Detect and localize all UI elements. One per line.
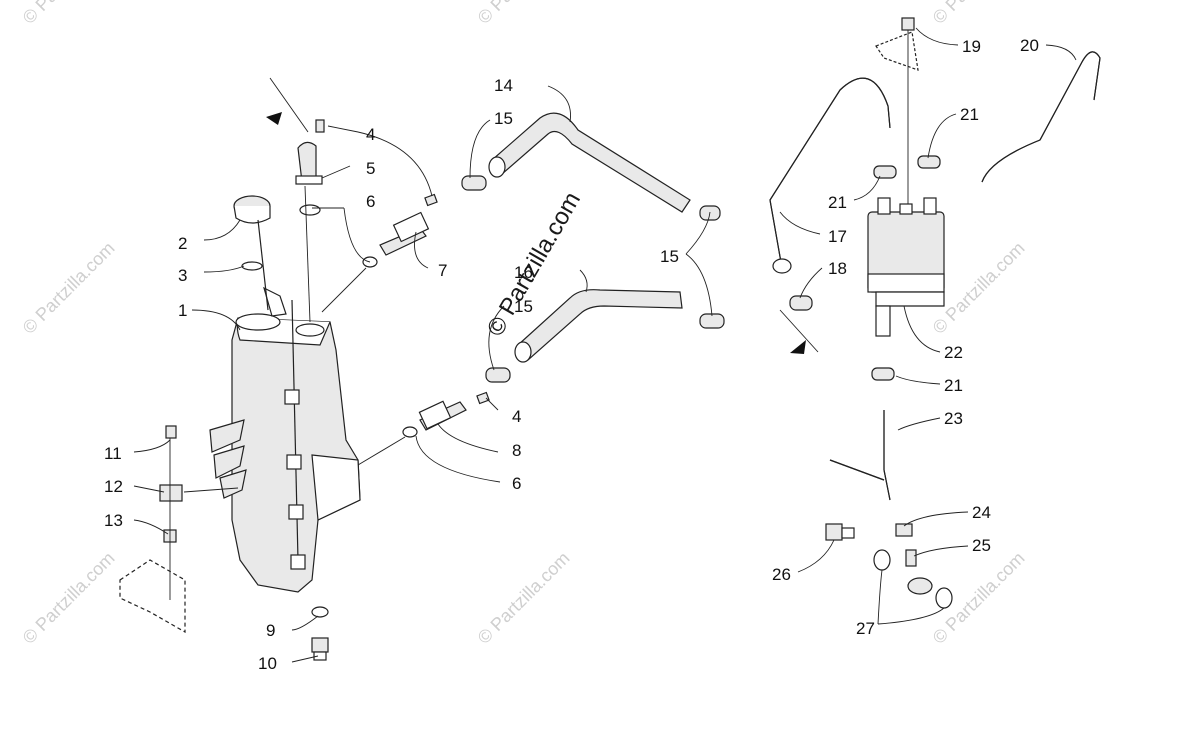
clamp-21-c (871, 367, 895, 381)
watermark-tile-1: © Partzilla.com (19, 0, 119, 28)
washer-27-b (935, 587, 953, 609)
callout-15-c: 15 (514, 297, 533, 316)
leader-lines (133, 27, 1077, 663)
elbow-hose-23 (829, 410, 891, 501)
clip-12 (159, 484, 183, 502)
callout-10: 10 (258, 654, 277, 673)
clamp-18 (789, 295, 813, 311)
banjo-bolt-26 (825, 523, 855, 541)
hose-14 (488, 112, 691, 213)
callout-6-top: 6 (366, 192, 375, 211)
callout-15-b: 15 (660, 247, 679, 266)
callout-26: 26 (772, 565, 791, 584)
frame-bracket (875, 31, 919, 71)
callout-23: 23 (944, 409, 963, 428)
direction-arrow-top (266, 77, 309, 133)
callout-1: 1 (178, 301, 187, 320)
filler-cap (233, 195, 271, 311)
callout-7: 7 (438, 261, 447, 280)
callout-17: 17 (828, 227, 847, 246)
callout-11: 11 (104, 444, 122, 463)
callout-4-low: 4 (512, 407, 521, 426)
clamp-15-a (461, 175, 487, 191)
direction-arrow-right (779, 309, 819, 354)
catch-can-22 (867, 197, 945, 337)
callout-25: 25 (972, 536, 991, 555)
callout-12: 12 (104, 477, 123, 496)
o-ring-3 (241, 261, 263, 271)
clamp-21-a (873, 165, 897, 179)
banjo-25 (905, 549, 933, 595)
hose-17 (769, 77, 891, 274)
drain-plug-10 (311, 637, 329, 661)
callout-21-b: 21 (828, 193, 847, 212)
oil-tank (209, 286, 361, 593)
callout-8: 8 (512, 441, 521, 460)
elbow-fitting-5 (295, 141, 323, 185)
fitting-24 (895, 523, 913, 537)
callout-4-top: 4 (366, 125, 375, 144)
callout-21-c: 21 (944, 376, 963, 395)
callout-24: 24 (972, 503, 991, 522)
clamp-15-d (485, 367, 511, 383)
watermark-tile-6: © Partzilla.com (19, 548, 119, 648)
bolt-11 (165, 425, 177, 439)
watermark-tile-4: © Partzilla.com (19, 238, 119, 338)
callout-2: 2 (178, 234, 187, 253)
o-ring-9 (311, 606, 329, 618)
washer-27-a (873, 549, 891, 571)
callout-20: 20 (1020, 36, 1039, 55)
bolt-4-low (476, 391, 490, 405)
hose-16 (514, 289, 683, 363)
callout-21-a: 21 (960, 105, 979, 124)
fitting-8 (418, 400, 467, 431)
callout-3: 3 (178, 266, 187, 285)
callout-9: 9 (266, 621, 275, 640)
mount-bracket (119, 559, 186, 634)
callout-15-a: 15 (494, 109, 513, 128)
callout-5: 5 (366, 159, 375, 178)
callout-19: 19 (962, 37, 981, 56)
bolt-4-top (315, 119, 438, 207)
watermark-tile-2: © Partzilla.com (474, 0, 574, 28)
callout-13: 13 (104, 511, 123, 530)
clamp-15-c (699, 313, 725, 329)
callout-18: 18 (828, 259, 847, 278)
clamp-21-b (917, 155, 941, 169)
callout-6-low: 6 (512, 474, 521, 493)
watermark-tile-3: © Partzilla.com (929, 0, 1029, 28)
callout-labels: 1 2 3 4 5 6 7 4 8 6 9 10 11 12 13 14 15 … (104, 36, 1039, 673)
o-ring-6-top (299, 204, 321, 216)
callout-22: 22 (944, 343, 963, 362)
o-ring-6-low (402, 426, 418, 438)
watermark-tile-7: © Partzilla.com (474, 548, 574, 648)
hose-20 (981, 51, 1101, 183)
callout-27: 27 (856, 619, 875, 638)
bolt-19 (901, 17, 915, 31)
callout-14: 14 (494, 76, 513, 95)
callout-16: 16 (514, 263, 533, 282)
fitting-7 (379, 211, 430, 256)
